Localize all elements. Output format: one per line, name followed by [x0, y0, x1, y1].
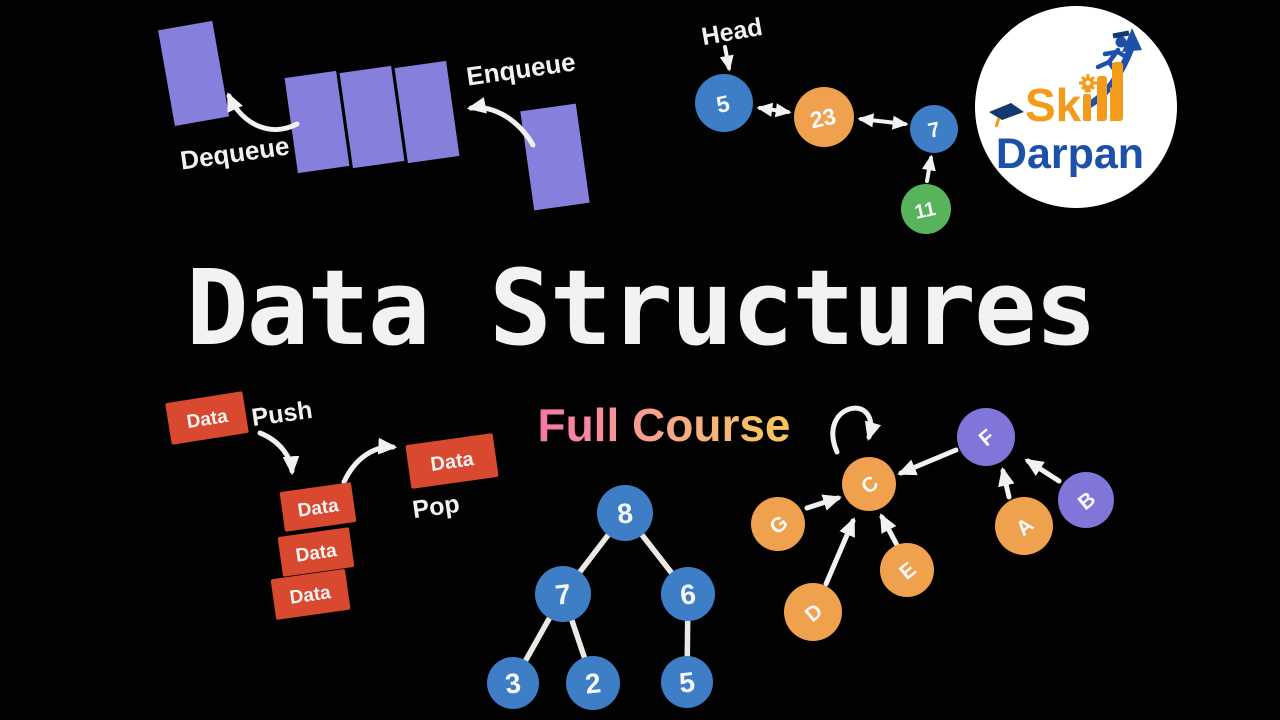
graph-edge-E-C: [879, 513, 901, 550]
stack-box-3: [270, 569, 351, 620]
push-arrow: [257, 430, 300, 476]
head-arrow: [719, 45, 734, 72]
tree-node-2-value: 2: [584, 667, 603, 699]
subtitle: Full Course: [518, 398, 810, 452]
logo-bar-2: [1112, 62, 1123, 121]
tree-node-2: [566, 656, 620, 710]
head-label: Head: [699, 13, 764, 51]
tree-node-6-value: 6: [679, 578, 698, 610]
queue-diagram: Dequeue Enqueue: [158, 20, 590, 211]
enqueue-label: Enqueue: [464, 47, 577, 92]
list-link-5-23: [756, 102, 792, 118]
dequeue-label: Dequeue: [178, 131, 291, 176]
queue-cell-3: [394, 60, 460, 164]
stack-box-1: [279, 482, 357, 532]
list-node-7-value: 7: [926, 118, 942, 143]
pop-arrow: [341, 437, 398, 485]
push-label: Push: [250, 396, 314, 432]
graph-edge-B-F: [1024, 458, 1062, 484]
queue-cell-in: [520, 103, 590, 211]
logo-darpan-text: Darpan: [996, 130, 1144, 178]
graph-diagram: C G D E A F B: [751, 405, 1114, 641]
list-node-5: [695, 74, 753, 132]
dequeue-arrow: [226, 92, 300, 132]
graph-node-G: [751, 497, 805, 551]
list-node-23: [794, 87, 854, 147]
logo-runner-head: [1115, 36, 1127, 48]
tree-node-5-value: 5: [678, 666, 697, 698]
stack-diagram: Data Data Data Data Data Push Pop: [165, 391, 499, 620]
logo-bar-1: [1097, 76, 1107, 121]
list-node-11: [901, 184, 951, 234]
tree-diagram: 8 7 6 3 2 5: [487, 485, 715, 710]
graph-edge-G-C: [804, 494, 842, 511]
stack-incoming-box: [165, 391, 249, 445]
pop-label: Pop: [411, 490, 462, 524]
queue-cell-1: [284, 70, 350, 174]
tree-node-5: [661, 656, 713, 708]
queue-cell-2: [339, 65, 405, 169]
list-node-11-value: 11: [913, 198, 938, 224]
list-link-11-7: [921, 154, 936, 183]
tree-node-3: [487, 657, 539, 709]
tree-node-8: [597, 485, 653, 541]
stack-box-2: [277, 527, 355, 577]
stack-outgoing-box: [405, 433, 499, 489]
logo-arrowhead-icon: [1122, 28, 1142, 52]
logo-grad-cap-icon: [989, 103, 1024, 128]
tree-node-7: [535, 566, 591, 622]
tree-node-3-value: 3: [504, 667, 523, 699]
graph-node-F: [957, 408, 1015, 466]
graph-edge-F-C: [897, 447, 959, 476]
list-node-7: [910, 105, 958, 153]
list-link-23-7: [857, 113, 909, 130]
graph-node-A: [995, 497, 1053, 555]
tree-node-6: [661, 567, 715, 621]
graph-edge-D-C: [823, 517, 856, 587]
logo-runner-cap-icon: [1112, 30, 1130, 39]
list-node-23-value: 23: [808, 103, 838, 134]
linked-list-diagram: Head 5 23 7 11: [695, 13, 958, 234]
logo-i-stem: [1083, 94, 1091, 121]
enqueue-arrow: [466, 97, 536, 148]
list-node-5-value: 5: [714, 90, 732, 118]
graph-node-E: [880, 543, 934, 597]
graph-self-loop-arrow: [830, 405, 882, 455]
queue-cell-out: [158, 20, 230, 126]
main-title: Data Structures: [186, 247, 1097, 369]
logo-gear-icon: [1079, 74, 1097, 92]
logo-skill-text: Skill: [1025, 79, 1120, 131]
tree-node-8-value: 8: [616, 497, 635, 529]
tree-node-7-value: 7: [554, 578, 573, 610]
graph-node-C: [842, 457, 896, 511]
brand-logo: Skill Darpan: [975, 6, 1177, 208]
brand-logo-art: Skill Darpan: [989, 28, 1144, 178]
graph-node-B: [1058, 472, 1114, 528]
graph-node-D: [784, 583, 842, 641]
graph-edge-A-F: [998, 466, 1015, 500]
